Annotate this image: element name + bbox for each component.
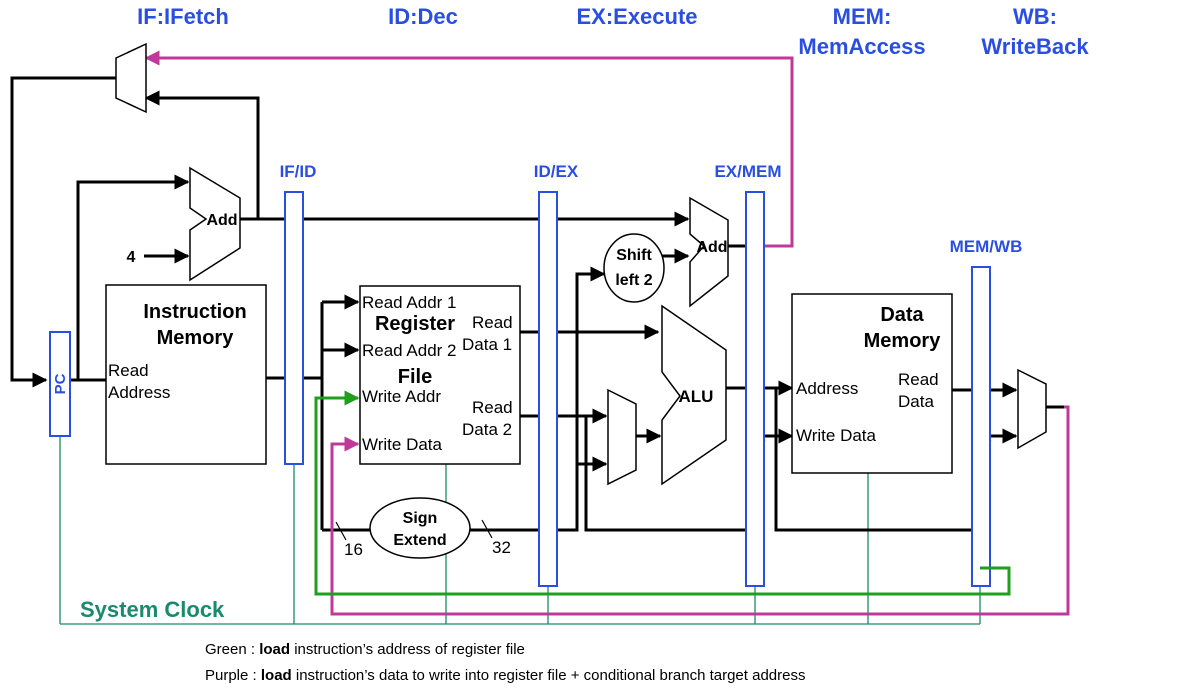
alu [661,304,727,486]
imem-title-1: Instruction [143,301,246,323]
pc-label: PC [52,373,69,394]
read-data-1a: Read [472,313,513,332]
stage-wb-line2: WriteBack [981,34,1089,59]
legend-green-rest: instruction’s address of register file [290,641,525,658]
dmem-address: Address [796,379,858,398]
instruction-memory [105,284,267,465]
dmem-title-2: Memory [864,330,942,352]
pc-source-mux [115,42,147,114]
legend-green-bold: load [259,641,290,658]
ex-mem-label: EX/MEM [714,162,781,181]
stage-mem-line1: MEM: [833,4,892,29]
imem-read-label-1: Read [108,361,149,380]
stage-ifetch: IF:IFetch [137,4,229,29]
read-addr-1: Read Addr 1 [362,293,457,312]
read-data-2b: Data 2 [462,420,512,439]
dmem-read-1: Read [898,370,939,389]
pc-register [49,331,71,437]
sign-extend-label-2: Extend [393,532,446,549]
legend-purple-bold: load [261,667,292,684]
stage-dec: ID:Dec [388,4,458,29]
legend-purple: Purple : load instruction’s data to writ… [205,667,805,684]
bus-width-tick-32 [481,519,493,539]
ex-mem-register [745,191,765,587]
write-addr: Write Addr [362,387,441,406]
mem-wb-label: MEM/WB [950,237,1023,256]
if-id-register [284,191,304,465]
branch-adder [689,196,729,308]
write-data: Write Data [362,435,443,454]
stage-execute: EX:Execute [576,4,697,29]
branch-adder-label: Add [696,239,727,256]
read-addr-2: Read Addr 2 [362,341,457,360]
imem-title-2: Memory [157,327,235,349]
read-data-2a: Read [472,398,513,417]
bus-width-tick-16 [335,521,347,541]
const-four: 4 [127,249,136,266]
dmem-title-1: Data [880,304,924,326]
shift-label-2: left 2 [615,272,652,289]
sign-extend-label-1: Sign [403,510,438,527]
pc-adder-label: Add [206,212,237,229]
dmem-write-data: Write Data [796,426,877,445]
sign-extend [369,497,471,559]
writeback-mux [1017,368,1047,450]
stage-wb-line1: WB: [1013,4,1057,29]
bus-width-32: 32 [492,538,511,557]
mem-wb-register [971,266,991,587]
system-clock-label: System Clock [80,597,225,622]
shift-label-1: Shift [616,247,652,264]
dmem-read-2: Data [898,392,934,411]
datapath-wires [10,76,1064,532]
pc-adder [189,166,241,282]
regfile-title-1: Register [375,313,455,335]
id-ex-label: ID/EX [534,162,579,181]
alu-source-mux [607,388,637,486]
read-data-1b: Data 1 [462,335,512,354]
imem-read-label-2: Address [108,383,170,402]
id-ex-register [538,191,558,587]
legend-green: Green : load instruction’s address of re… [205,641,525,658]
data-memory [791,293,953,474]
stage-mem-line2: MemAccess [798,34,925,59]
legend-green-prefix: Green : [205,641,259,658]
legend-purple-rest: instruction’s data to write into registe… [292,667,806,684]
shift-left-2 [603,233,665,303]
system-clock-lines [59,436,981,625]
register-file [359,285,521,465]
alu-label: ALU [679,387,714,406]
legend-purple-prefix: Purple : [205,667,261,684]
purple-path [144,50,1070,616]
if-id-label: IF/ID [280,162,317,181]
bus-width-16: 16 [344,540,363,559]
regfile-title-2: File [398,366,432,388]
